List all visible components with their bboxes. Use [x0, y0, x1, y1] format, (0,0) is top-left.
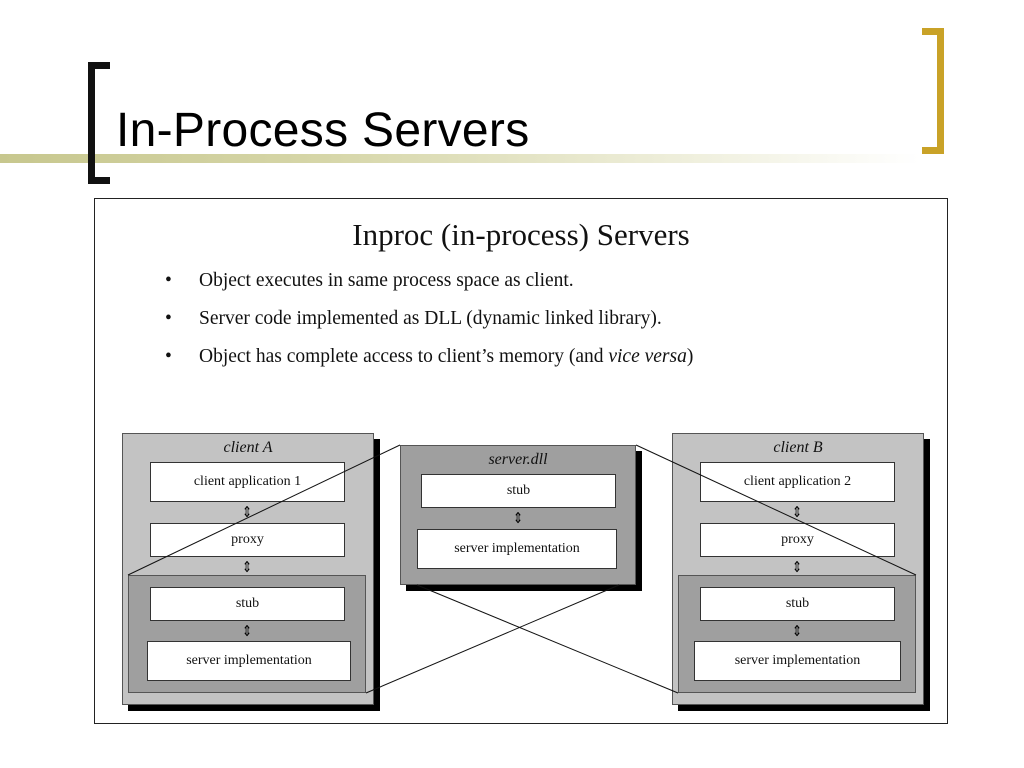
client-a-label: client A [223, 439, 273, 456]
title-underline-rule [0, 154, 920, 163]
double-arrow-icon: ⇕ [791, 623, 803, 640]
connector-line [416, 584, 679, 694]
client-b-app-box: client application 2 [700, 462, 895, 502]
bullet-text: Object has complete access to client’s m… [199, 346, 693, 367]
bullet-dot: • [165, 308, 172, 329]
left-bracket-decoration [88, 62, 110, 184]
bullet-item: • Server code implemented as DLL (dynami… [165, 307, 885, 331]
bullet-text: Object executes in same process space as… [199, 270, 574, 291]
bullet-text-before: Object has complete access to client’s m… [199, 346, 609, 367]
client-b-label: client B [773, 439, 823, 456]
server-dll-stub-box: stub [421, 474, 616, 508]
double-arrow-icon: ⇕ [241, 559, 253, 576]
client-a-app-box: client application 1 [150, 462, 345, 502]
server-dll-impl-box: server implementation [417, 529, 617, 569]
client-a-proxy-box: proxy [150, 523, 345, 557]
client-a-impl-box: server implementation [147, 641, 351, 681]
double-arrow-icon: ⇕ [791, 504, 803, 521]
bullet-dot: • [165, 270, 172, 291]
bullet-dot: • [165, 346, 172, 367]
double-arrow-icon: ⇕ [241, 504, 253, 521]
right-bracket-decoration [922, 28, 944, 154]
client-b-impl-box: server implementation [694, 641, 901, 681]
figure-frame: Inproc (in-process) Servers • Object exe… [94, 198, 948, 724]
double-arrow-icon: ⇕ [791, 559, 803, 576]
connector-line [635, 444, 917, 576]
bullet-text: Server code implemented as DLL (dynamic … [199, 308, 662, 329]
client-b-stub-box: stub [700, 587, 895, 621]
bullet-text-italic: vice versa [608, 346, 687, 367]
connector-line [365, 584, 620, 694]
client-b-proxy-box: proxy [700, 523, 895, 557]
double-arrow-icon: ⇕ [241, 623, 253, 640]
bullet-item: • Object has complete access to client’s… [165, 345, 885, 369]
connector-lines [127, 444, 917, 694]
bullet-list: • Object executes in same process space … [165, 269, 885, 369]
server-dll-label: server.dll [488, 451, 548, 468]
figure-title: Inproc (in-process) Servers [352, 217, 690, 252]
connector-line [127, 444, 401, 576]
bullet-text-after: ) [686, 346, 694, 367]
double-arrow-icon: ⇕ [512, 510, 524, 527]
slide-title: In-Process Servers [116, 104, 530, 157]
bullet-item: • Object executes in same process space … [165, 269, 885, 293]
client-a-stub-box: stub [150, 587, 345, 621]
